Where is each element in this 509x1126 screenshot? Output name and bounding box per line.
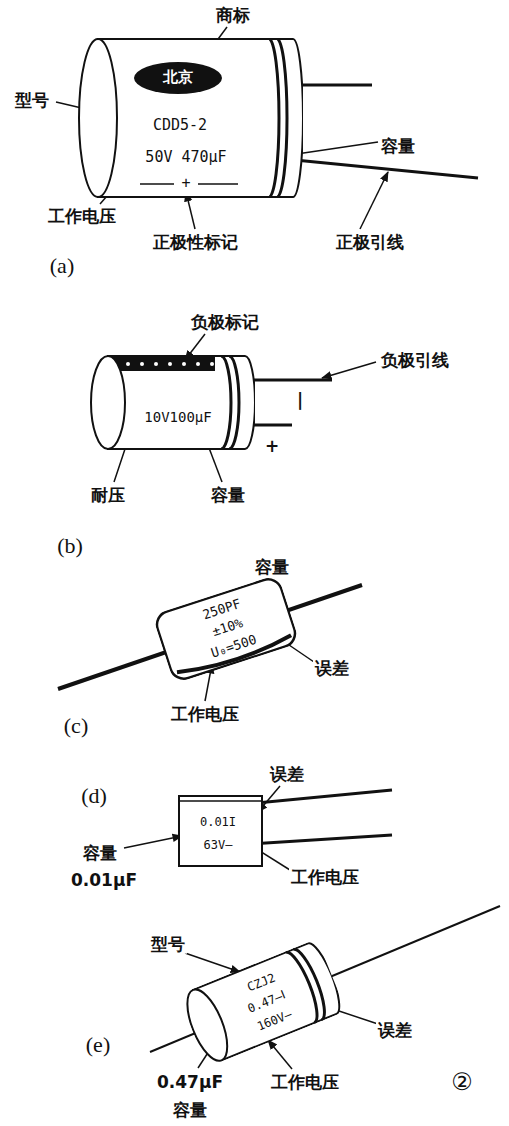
leader-line [268, 1040, 292, 1069]
callout-label: 正极性标记 [151, 233, 240, 252]
leader-lines [56, 27, 388, 1069]
stripe-dot [182, 362, 186, 366]
sleeve-ring [229, 356, 239, 449]
capacitor-body: 10V100μF [90, 355, 255, 450]
body-marking: 63V— [204, 839, 233, 852]
callout-label: 容量 [209, 486, 247, 505]
stripe-dot [154, 362, 158, 366]
negative-stripe [108, 356, 215, 371]
figure-number: (a) [48, 254, 76, 278]
capacitor-outline [178, 795, 263, 867]
body-marking: CDD5-2 [153, 118, 207, 134]
body-marking: 50V 470μF [145, 150, 226, 166]
stripe-dot [168, 362, 172, 366]
capacitor-outline [90, 355, 255, 450]
body-marking: + [181, 176, 190, 192]
callout-label: 负极引线 [379, 351, 451, 370]
body-marking: 0.01I [200, 816, 236, 829]
leader-line [124, 836, 182, 848]
stripe-dot [126, 362, 130, 366]
polarity-dash [198, 183, 238, 185]
callout-label: 耐压 [89, 486, 127, 505]
lead-wire [295, 84, 372, 87]
capacitor-body [179, 796, 262, 866]
leader-line [360, 172, 388, 229]
negative-lead [245, 379, 332, 382]
capacitor-body [108, 356, 255, 449]
callout-label: + [263, 437, 281, 456]
polarity-dash [140, 183, 174, 185]
figure-number: ② [449, 1069, 475, 1095]
stripe-dot [140, 362, 144, 366]
capacitor-body: 0.01I 63V— [178, 795, 263, 867]
callout-label: 型号 [13, 91, 51, 110]
callout-label: 误差 [268, 765, 306, 784]
capacitor-body: CZJ20.47—Ⅰ160V— [178, 939, 346, 1068]
leader-line [290, 142, 378, 155]
capacitor-body: 250PF±10%U₀=500 [152, 574, 300, 683]
capacitor-body [98, 39, 303, 197]
callout-label: 正极引线 [334, 233, 406, 252]
callout-label: 0.47μF [155, 1073, 225, 1092]
sleeve-ring [277, 39, 287, 197]
callout-label: 0.01μF [69, 871, 139, 890]
end-face [179, 984, 235, 1066]
callout-label: 型号 [149, 935, 187, 954]
callout-label: 工作电压 [46, 207, 118, 226]
callout-label: 误差 [376, 1021, 414, 1040]
callout-label: 商标 [214, 6, 252, 25]
sleeve-ring [221, 356, 231, 449]
figure-number: (c) [62, 714, 90, 738]
callout-label: 误差 [313, 659, 351, 678]
callout-label: 容量 [171, 1101, 209, 1120]
capacitor-body [153, 576, 298, 683]
stripe-dot [196, 362, 200, 366]
leader-line [185, 953, 240, 972]
callout-label: 容量 [379, 137, 417, 156]
logo-oval [134, 62, 222, 94]
capacitor-body: 北京 CDD5-2 50V 470μF + [78, 38, 303, 198]
end-face [91, 356, 125, 449]
body-marking: 10V100μF [144, 410, 211, 425]
body-marking: 北京 [163, 70, 193, 86]
callout-label: 工作电压 [289, 868, 361, 887]
end-face [79, 39, 117, 197]
callout-label: | [295, 391, 305, 410]
leader-line [322, 362, 376, 378]
callout-label: 工作电压 [169, 705, 241, 724]
figure-number: (e) [84, 1033, 112, 1057]
lead-wires [58, 85, 500, 1052]
callout-label: 负极标记 [189, 313, 261, 332]
sleeve-ring [293, 946, 331, 1020]
stripe-dot [210, 362, 214, 366]
callout-label: 工作电压 [269, 1073, 341, 1092]
box-edge [179, 800, 262, 802]
sleeve-ring [269, 39, 279, 197]
figure-number: (d) [79, 784, 109, 808]
figure-number: (b) [55, 534, 85, 558]
callout-label: 容量 [253, 558, 291, 577]
callout-label: 容量 [81, 844, 119, 863]
